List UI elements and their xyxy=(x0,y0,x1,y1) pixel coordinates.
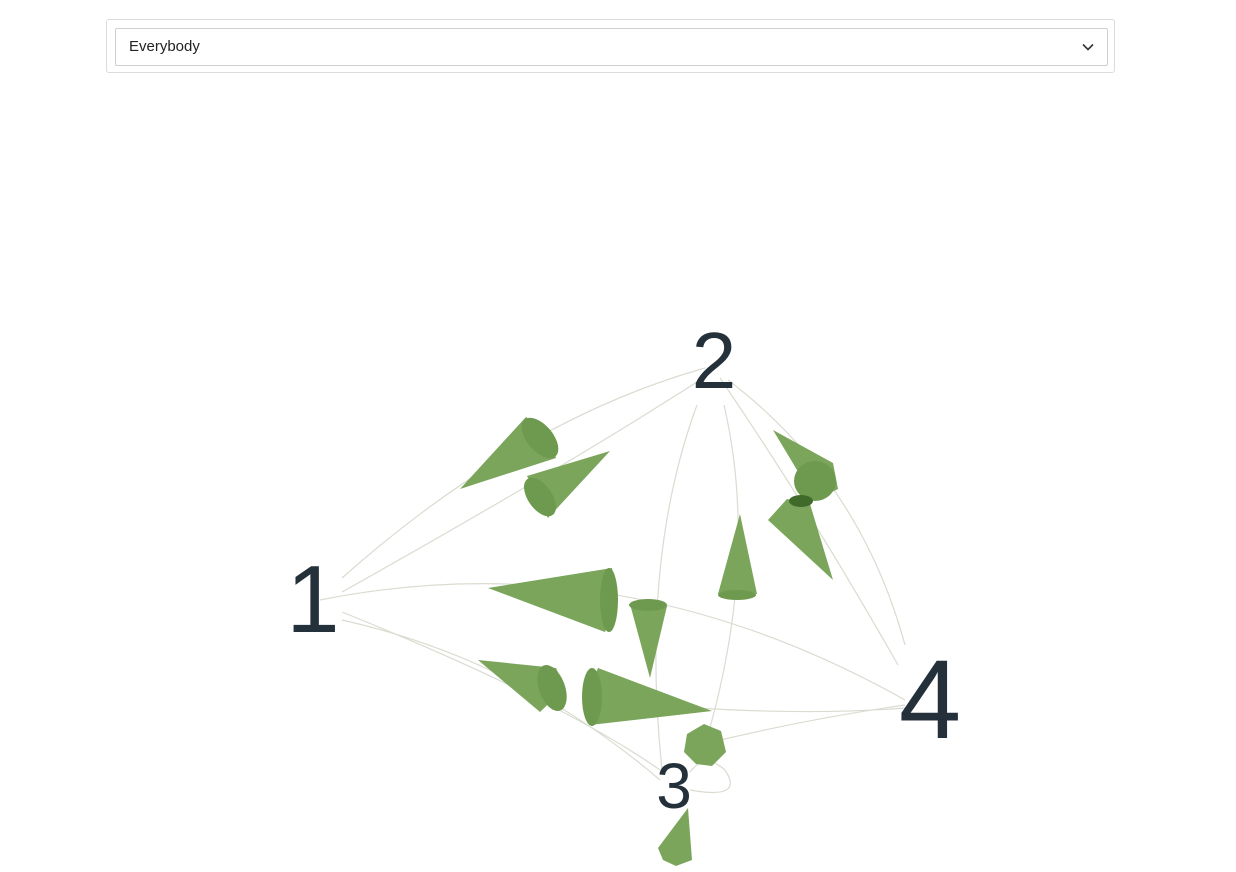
arrow-cone xyxy=(768,495,833,580)
edge-arrows xyxy=(460,417,838,866)
arrow-cone xyxy=(773,430,838,501)
arrow-cone xyxy=(718,514,757,600)
node-label-2: 2 xyxy=(692,316,737,405)
edge-2-4-b xyxy=(727,379,906,646)
arrow-cone xyxy=(684,724,726,766)
arrow-cone xyxy=(488,568,618,632)
arrow-cone xyxy=(658,808,692,866)
arrow-cone xyxy=(478,660,567,712)
edge-1-2-b xyxy=(341,379,701,593)
group-select-value: Everybody xyxy=(129,38,200,55)
edge-4-3-a xyxy=(699,704,906,746)
filter-card: Everybody xyxy=(106,19,1115,73)
group-select[interactable]: Everybody xyxy=(115,28,1108,66)
arrow-cone xyxy=(524,451,610,518)
node-label-4: 4 xyxy=(899,637,961,762)
chevron-down-icon xyxy=(1082,43,1094,51)
arrow-cone xyxy=(460,417,559,489)
arrow-cone xyxy=(629,599,667,678)
edge-1-2-a xyxy=(341,367,706,579)
arrow-cone xyxy=(582,668,712,726)
graph-nodes: 1 2 3 4 xyxy=(286,316,961,822)
node-label-3: 3 xyxy=(656,750,692,822)
edge-3-3-loop xyxy=(689,760,731,794)
node-label-1: 1 xyxy=(286,546,339,653)
